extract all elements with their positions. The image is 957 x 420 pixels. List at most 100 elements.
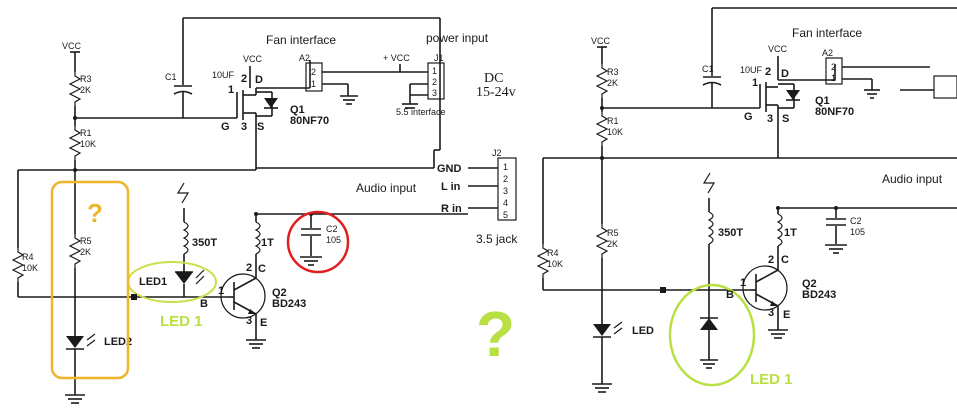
r5-name: R5 xyxy=(80,236,92,246)
c2-name: C2 xyxy=(326,224,338,234)
r-led1-note: LED 1 xyxy=(750,371,793,388)
r4-name: R4 xyxy=(22,252,34,262)
r-c2-value: 105 xyxy=(850,227,865,237)
r-q1-pin1: 1 xyxy=(752,77,758,89)
r-r1-name: R1 xyxy=(607,116,619,126)
j1-pin1: 1 xyxy=(432,66,437,76)
q1-pin-g: G xyxy=(221,121,230,133)
j1-pin3: 3 xyxy=(432,88,437,98)
power-input-title: power input xyxy=(426,31,489,45)
r-q2-pin1: 1 xyxy=(740,277,746,289)
q1-pin1: 1 xyxy=(228,84,234,96)
q2-pin1: 1 xyxy=(218,285,224,297)
r-coil-350t-label: 350T xyxy=(718,227,743,239)
j1-pin2: 2 xyxy=(432,77,437,87)
dc-label: DC xyxy=(484,71,503,86)
j1-subtitle: 5.5 interface xyxy=(396,107,446,117)
q1-name: Q1 xyxy=(290,104,305,116)
r5-value: 2K xyxy=(80,247,91,257)
r-q2-part: BD243 xyxy=(802,289,836,301)
r-audio-input-title: Audio input xyxy=(882,172,943,186)
r-coil-1t-label: 1T xyxy=(784,227,797,239)
q1-part: 80NF70 xyxy=(290,115,329,127)
r-vcc-label: VCC xyxy=(591,36,611,46)
led1-note: LED 1 xyxy=(160,313,203,330)
r4-value: 10K xyxy=(22,263,38,273)
q2-pin-c: C xyxy=(258,263,266,275)
j2-rin-label: R in xyxy=(441,203,462,215)
r-q2-pin2: 2 xyxy=(768,254,774,266)
q2-pin-b: B xyxy=(200,298,208,310)
r-r4-value: 10K xyxy=(547,259,563,269)
r-q1-pin-s: S xyxy=(782,113,789,125)
r-vcc2-label: VCC xyxy=(768,44,788,54)
r-q1-pin-g: G xyxy=(744,111,753,123)
q2-part: BD243 xyxy=(272,298,306,310)
r-q2-pin-e: E xyxy=(783,309,790,321)
j2-pin4: 4 xyxy=(503,198,508,208)
jack-label: 3.5 jack xyxy=(476,232,518,246)
q2-name: Q2 xyxy=(272,287,287,299)
q1-pin2: 2 xyxy=(241,73,247,85)
r-r3-value: 2K xyxy=(607,78,618,88)
q1-pin-s: S xyxy=(257,121,264,133)
r-c1-name: C1 xyxy=(702,64,714,74)
r-q1-pin2: 2 xyxy=(765,66,771,78)
q2-pin-e: E xyxy=(260,317,267,329)
r-fan-interface-title: Fan interface xyxy=(792,26,862,40)
r1-name: R1 xyxy=(80,128,92,138)
j2-gnd-label: GND xyxy=(437,163,462,175)
c1-value: 10UF xyxy=(212,70,235,80)
r-led-label: LED xyxy=(632,325,654,337)
r-r4-name: R4 xyxy=(547,248,559,258)
j1-label: J1 xyxy=(434,53,444,63)
j2-pin5: 5 xyxy=(503,210,508,220)
c2-value: 105 xyxy=(326,235,341,245)
audio-input-title: Audio input xyxy=(356,181,417,195)
r-a2-pin1: 1 xyxy=(831,73,836,83)
j2-label: J2 xyxy=(492,148,502,158)
r1-value: 10K xyxy=(80,139,96,149)
q2-pin3: 3 xyxy=(246,315,252,327)
a2-pin2: 2 xyxy=(311,67,316,77)
r-r5-value: 2K xyxy=(607,239,618,249)
coil-1t-label: 1T xyxy=(261,237,274,249)
coil-350t-label: 350T xyxy=(192,237,217,249)
q1-pin-d: D xyxy=(255,74,263,86)
r-led1-highlight-ellipse xyxy=(668,283,756,387)
q1-pin3: 3 xyxy=(241,121,247,133)
q2-pin2: 2 xyxy=(246,262,252,274)
fan-interface-title: Fan interface xyxy=(266,33,336,47)
vcc-label: VCC xyxy=(62,41,82,51)
r-q1-pin-d: D xyxy=(781,68,789,80)
a2-pin1: 1 xyxy=(311,79,316,89)
base-junction-marker xyxy=(131,294,137,300)
r-c1-value: 10UF xyxy=(740,65,763,75)
c1-name: C1 xyxy=(165,72,177,82)
r-q2-pin-b: B xyxy=(726,289,734,301)
r-a2-label: A2 xyxy=(822,48,833,58)
r-q2-pin-c: C xyxy=(781,254,789,266)
r-q1-name: Q1 xyxy=(815,95,830,107)
r-q1-pin3: 3 xyxy=(767,113,773,125)
center-question-mark: ? xyxy=(476,298,515,370)
r-r1-value: 10K xyxy=(607,127,623,137)
dc-range: 15-24v xyxy=(476,85,516,100)
r-q2-name: Q2 xyxy=(802,278,817,290)
r-r5-name: R5 xyxy=(607,228,619,238)
a2-label: A2 xyxy=(299,53,310,63)
r-a2-pin2: 2 xyxy=(831,62,836,72)
j2-pin2: 2 xyxy=(503,174,508,184)
j2-pin3: 3 xyxy=(503,186,508,196)
led1-label: LED1 xyxy=(139,276,167,288)
r3-value: 2K xyxy=(80,85,91,95)
j2-pin1: 1 xyxy=(503,162,508,172)
r5-led2-highlight-box xyxy=(50,180,130,380)
c2-highlight-circle xyxy=(286,210,350,274)
vcc2-label: VCC xyxy=(243,54,263,64)
left-schematic: VCC R3 2K R1 10K R4 10K R5 2K xyxy=(11,17,518,404)
right-schematic: VCC R3 2K R1 10K R4 10K R5 2K LED xyxy=(536,7,957,393)
orange-question-mark: ? xyxy=(87,198,103,228)
